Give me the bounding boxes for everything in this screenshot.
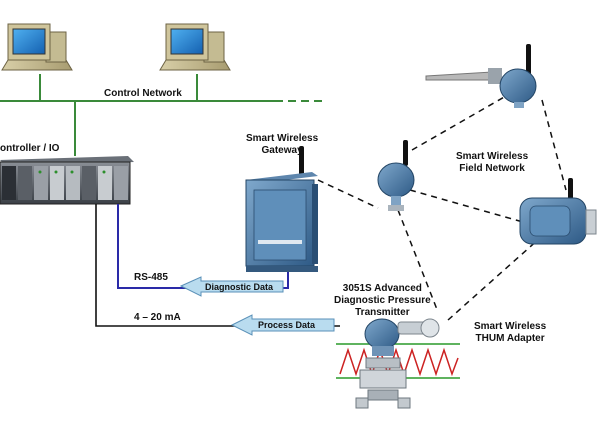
control-network-label: Control Network <box>104 88 182 99</box>
gateway-label: Smart Wireless Gateway <box>246 133 318 157</box>
rs485-label: RS-485 <box>134 272 168 283</box>
controller-rack-icon <box>0 156 134 205</box>
field-network-label: Smart Wireless Field Network <box>456 151 528 175</box>
thum-adapter-label-line1: Smart Wireless <box>474 321 547 332</box>
thum-adapter-label: Smart Wireless THUM Adapter <box>474 321 546 345</box>
control-network-bus <box>0 74 322 156</box>
workstation-1-icon <box>1 23 73 71</box>
transmitter-label-line3: Transmitter <box>355 307 410 318</box>
diagnostic-data-label: Diagnostic Data <box>205 282 274 292</box>
transmitter-label: 3051S Advanced Diagnostic Pressure Trans… <box>334 283 431 319</box>
field-network-label-line1: Smart Wireless <box>456 151 529 162</box>
controller-io-label: ontroller / IO <box>0 143 60 154</box>
diagnostic-data-arrow <box>179 276 284 297</box>
gateway-label-line1: Smart Wireless <box>246 133 319 144</box>
wireless-transmitter-icon <box>377 140 415 211</box>
thum-adapter-label-line2: THUM Adapter <box>475 333 545 344</box>
field-network-label-line2: Field Network <box>459 163 525 174</box>
wireless-mesh-links <box>317 95 567 321</box>
pressure-transmitter-icon <box>355 318 440 409</box>
gateway-device-icon <box>245 146 318 272</box>
transmitter-label-line1: 3051S Advanced <box>342 283 422 294</box>
transmitter-label-line2: Diagnostic Pressure <box>334 295 431 306</box>
gateway-label-line2: Gateway <box>261 145 303 156</box>
temperature-transmitter-icon <box>425 44 537 108</box>
thum-adapter-device-icon <box>519 178 597 245</box>
process-data-label: Process Data <box>258 320 316 330</box>
process-data-arrow <box>230 314 335 336</box>
current-loop-label: 4 – 20 mA <box>134 312 181 323</box>
workstation-2-icon <box>159 23 231 71</box>
